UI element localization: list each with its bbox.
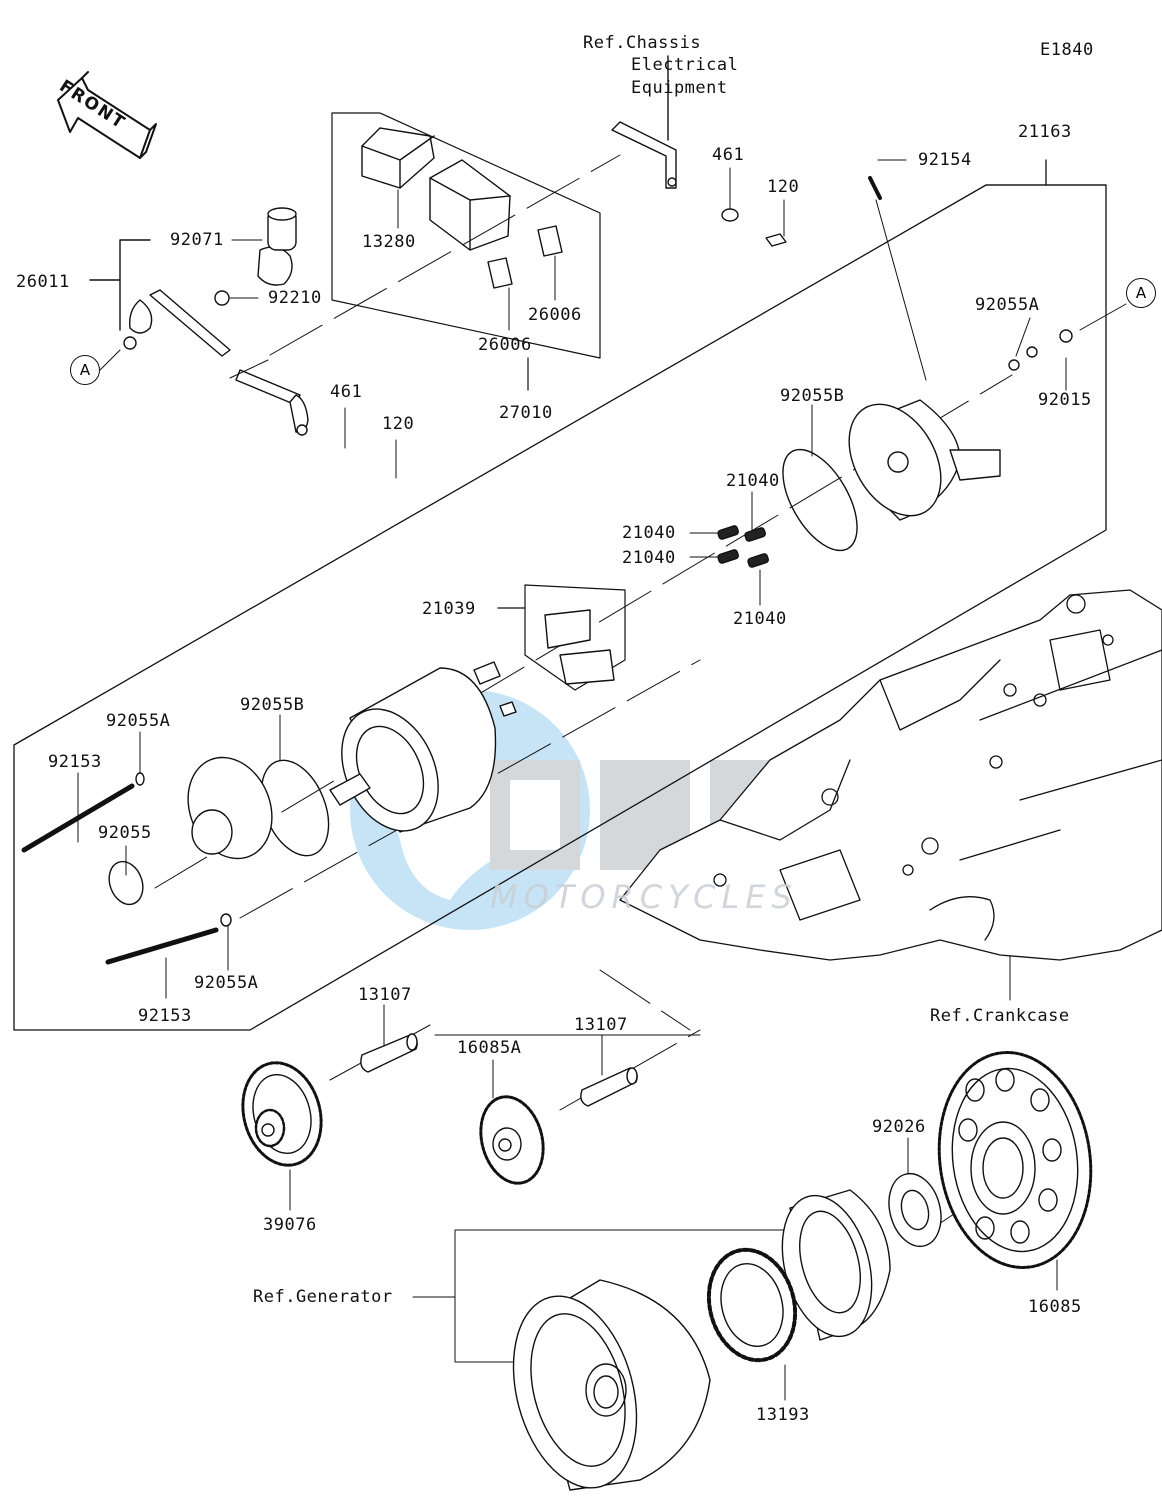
part-label-461-lower[interactable]: 461 bbox=[330, 382, 363, 402]
part-label-39076[interactable]: 39076 bbox=[263, 1215, 317, 1235]
part-label-21040-mid1[interactable]: 21040 bbox=[622, 523, 676, 543]
part-label-120-upper[interactable]: 120 bbox=[767, 177, 800, 197]
bushings bbox=[360, 1033, 638, 1107]
starter-cable bbox=[89, 207, 309, 436]
part-label-13107-left[interactable]: 13107 bbox=[358, 985, 412, 1005]
part-label-461-upper[interactable]: 461 bbox=[712, 145, 745, 165]
part-label-21040-mid2[interactable]: 21040 bbox=[622, 548, 676, 568]
part-label-92015[interactable]: 92015 bbox=[1038, 390, 1092, 410]
chassis-ground-wire bbox=[611, 55, 787, 247]
idler-gear-39076 bbox=[241, 1061, 323, 1167]
part-label-120-lower[interactable]: 120 bbox=[382, 414, 415, 434]
part-label-21163[interactable]: 21163 bbox=[1018, 122, 1072, 142]
watermark-text: MOTORCYCLES bbox=[490, 878, 798, 916]
part-label-26011[interactable]: 26011 bbox=[16, 272, 70, 292]
part-label-92055B-left[interactable]: 92055B bbox=[240, 695, 305, 715]
generator-rotor bbox=[512, 1279, 711, 1491]
part-label-21039[interactable]: 21039 bbox=[422, 599, 476, 619]
ref-generator-label[interactable]: Ref.Generator bbox=[253, 1287, 393, 1307]
part-label-92154[interactable]: 92154 bbox=[918, 150, 972, 170]
callout-a-right: A bbox=[1126, 278, 1156, 308]
part-label-92153-upper[interactable]: 92153 bbox=[48, 752, 102, 772]
part-label-92055A-bottom[interactable]: 92055A bbox=[194, 973, 259, 993]
crankcase bbox=[619, 589, 1162, 961]
washer-92026 bbox=[888, 1172, 942, 1248]
ref-chassis-label[interactable]: Ref.Chassis bbox=[583, 33, 702, 53]
part-label-92055A-top[interactable]: 92055A bbox=[975, 295, 1040, 315]
part-label-92055B-top[interactable]: 92055B bbox=[780, 386, 845, 406]
part-label-92055[interactable]: 92055 bbox=[98, 823, 152, 843]
part-label-16085[interactable]: 16085 bbox=[1028, 1297, 1082, 1317]
part-label-16085A[interactable]: 16085A bbox=[457, 1038, 522, 1058]
starter-kit-group-outline bbox=[13, 159, 1107, 1031]
idler-gear-16085A bbox=[479, 1095, 545, 1185]
relay-group-outline bbox=[331, 112, 601, 391]
ref-chassis-label-line2[interactable]: Electrical bbox=[631, 55, 739, 75]
one-way-clutch-13193 bbox=[706, 1247, 798, 1363]
leader-lines bbox=[77, 159, 1127, 1401]
part-label-26006-left[interactable]: 26006 bbox=[478, 335, 532, 355]
ref-crankcase-label[interactable]: Ref.Crankcase bbox=[930, 1006, 1070, 1026]
part-label-26006-right[interactable]: 26006 bbox=[528, 305, 582, 325]
diagram-code: E1840 bbox=[1040, 40, 1094, 60]
part-label-13107-right[interactable]: 13107 bbox=[574, 1015, 628, 1035]
part-label-21040-bottom[interactable]: 21040 bbox=[733, 609, 787, 629]
part-label-27010[interactable]: 27010 bbox=[499, 403, 553, 423]
ref-chassis-label-line3[interactable]: Equipment bbox=[631, 78, 728, 98]
part-label-21040-top[interactable]: 21040 bbox=[726, 471, 780, 491]
front-direction-arrow bbox=[57, 71, 157, 159]
part-label-92055A-left[interactable]: 92055A bbox=[106, 711, 171, 731]
starter-clutch-gear-16085 bbox=[937, 1051, 1093, 1269]
part-label-92071[interactable]: 92071 bbox=[170, 230, 224, 250]
callout-a-left: A bbox=[70, 355, 100, 385]
starter-relay bbox=[361, 127, 563, 289]
part-label-13193[interactable]: 13193 bbox=[756, 1405, 810, 1425]
part-label-92153-lower[interactable]: 92153 bbox=[138, 1006, 192, 1026]
part-label-13280[interactable]: 13280 bbox=[362, 232, 416, 252]
one-way-clutch-housing bbox=[781, 1189, 891, 1341]
part-label-92026[interactable]: 92026 bbox=[872, 1117, 926, 1137]
starter-motor bbox=[21, 176, 1073, 965]
part-label-92210[interactable]: 92210 bbox=[268, 288, 322, 308]
